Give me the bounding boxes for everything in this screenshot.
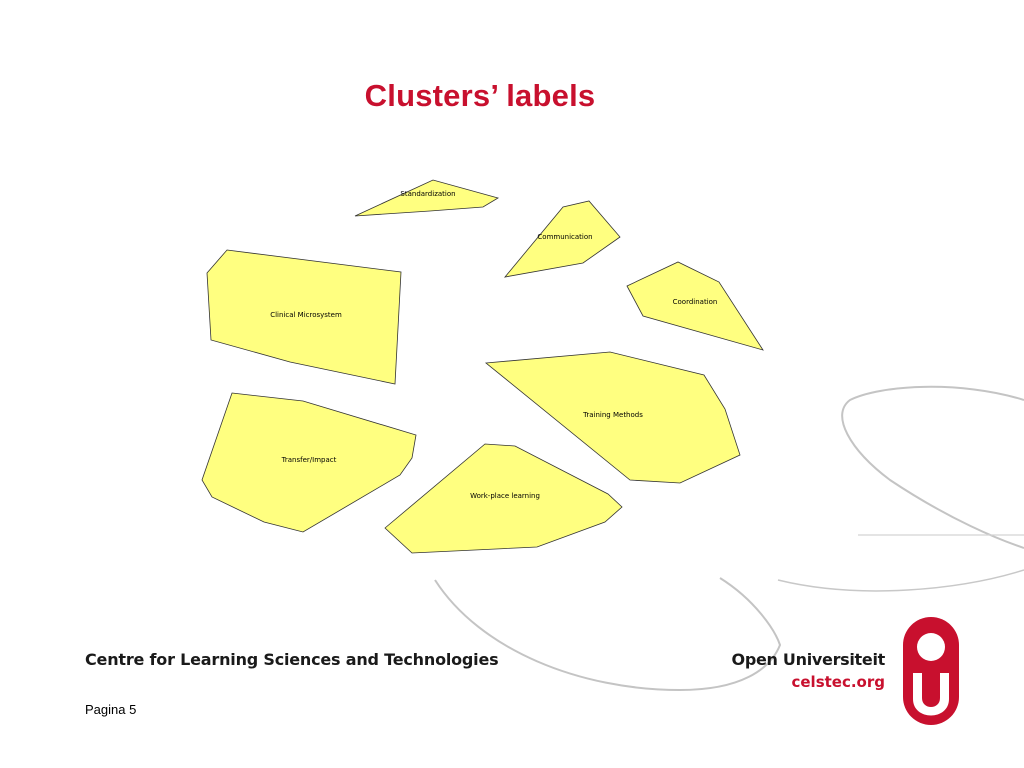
slide-title: Clusters’ labels bbox=[364, 78, 596, 113]
cluster-standardization: Standardization bbox=[354, 179, 500, 217]
cluster-label: Communication bbox=[537, 233, 592, 241]
page-number: Pagina 5 bbox=[85, 702, 137, 717]
cluster-label: Clinical Microsystem bbox=[270, 311, 342, 319]
cluster-label: Work-place learning bbox=[470, 492, 540, 500]
cluster-work-place-learning: Work-place learning bbox=[384, 443, 623, 554]
brand-site: celstec.org bbox=[791, 673, 885, 691]
cluster-clinical-microsystem: Clinical Microsystem bbox=[206, 249, 402, 385]
cluster-training-methods: Training Methods bbox=[484, 351, 741, 484]
cluster-transfer-impact: Transfer/Impact bbox=[201, 392, 417, 533]
cluster-label: Standardization bbox=[400, 190, 455, 198]
cluster-communication: Communication bbox=[503, 200, 621, 278]
cluster-label: Transfer/Impact bbox=[281, 456, 337, 464]
cluster-coordination: Coordination bbox=[626, 261, 764, 351]
cluster-label: Coordination bbox=[673, 298, 718, 306]
cluster-label: Training Methods bbox=[582, 411, 643, 419]
brand-name: Open Universiteit bbox=[731, 650, 886, 669]
organization-name: Centre for Learning Sciences and Technol… bbox=[85, 650, 499, 669]
